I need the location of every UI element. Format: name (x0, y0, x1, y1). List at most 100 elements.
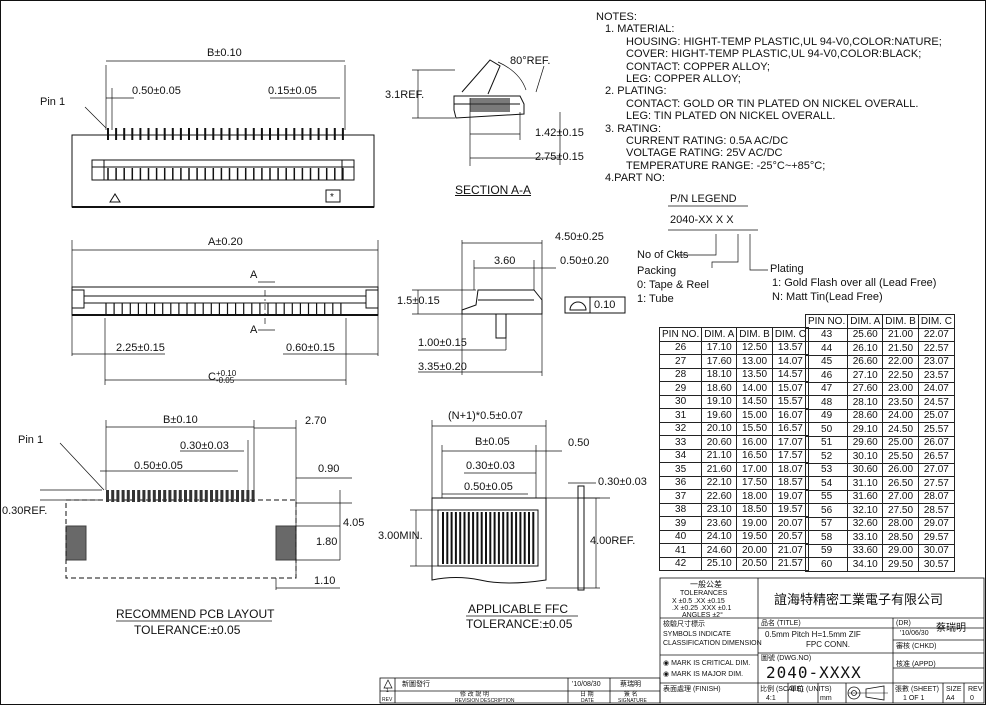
tb-tol-title: 一般公差 (690, 580, 722, 589)
dim-width-top: 0.15±0.05 (268, 85, 317, 97)
table-cell: 21.07 (771, 543, 809, 558)
table-cell: 26.50 (882, 476, 919, 491)
pcb-pad (184, 490, 187, 502)
dim-ffc-050b: 0.50±0.05 (464, 481, 513, 493)
table-cell: 43 (804, 327, 849, 342)
dim-c-upper: +0.10 (215, 369, 237, 378)
table-cell: 25.57 (917, 422, 955, 437)
legend-lines (668, 205, 768, 271)
table-cell: 19.60 (701, 408, 738, 423)
table-cell: 14.07 (771, 354, 809, 369)
table-cell: 30.10 (847, 449, 884, 464)
major-mark-icon: ◉ (663, 671, 670, 678)
table-cell: 42 (658, 556, 703, 571)
critical-mark-icon: ◉ (663, 660, 670, 667)
table-cell: 25.50 (882, 449, 919, 464)
table-header-cell: PIN NO. (658, 327, 703, 342)
dim-side-height: 1.5±0.15 (397, 295, 440, 307)
table-cell: 33.60 (847, 543, 884, 558)
pn-legend-plating: Plating (770, 263, 804, 275)
table-cell: 55 (804, 489, 849, 504)
pcb-pad (204, 490, 208, 502)
tb-title-1: 0.5mm Pitch H=1.5mm ZIF (765, 630, 861, 639)
table-cell: 13.00 (736, 354, 773, 369)
table-cell: 16.50 (736, 448, 773, 463)
table-cell: 22.07 (917, 327, 955, 342)
tb-size-label: SIZE (946, 686, 962, 693)
dim-side-050: 0.50±0.20 (560, 255, 609, 267)
note-line: HOUSING: HIGHT-TEMP PLASTIC,UL 94-V0,COL… (626, 35, 942, 48)
table-header-cell: DIM. B (882, 314, 919, 329)
table-cell: 19.00 (736, 516, 773, 531)
table-cell: 28 (658, 367, 703, 382)
table-cell: 37 (658, 489, 703, 504)
table-cell: 44 (804, 341, 849, 356)
table-cell: 29 (658, 381, 703, 396)
pcb-pad (116, 490, 120, 502)
table-cell: 34.10 (847, 557, 884, 572)
title-block-lines (379, 577, 985, 704)
section-d2: 2.75±0.15 (535, 151, 584, 163)
pcb-pad (230, 490, 234, 502)
table-cell: 16.57 (771, 421, 809, 436)
table-cell: 19.50 (736, 529, 773, 544)
table-cell: 49 (804, 408, 849, 423)
dim-pcb-b: B±0.10 (163, 414, 198, 426)
table-cell: 20.10 (701, 421, 738, 436)
table-cell: 20.00 (736, 543, 773, 558)
table-header-cell: PIN NO. (804, 314, 849, 329)
table-cell: 30.57 (917, 557, 955, 572)
table-cell: 60 (804, 557, 849, 572)
table-cell: 23.57 (917, 368, 955, 383)
pcb-tolerance: TOLERANCE:±0.05 (134, 623, 241, 637)
table-cell: 25.00 (882, 435, 919, 450)
flatness-value: 0.10 (594, 299, 616, 311)
pn-legend-plating-n: N: Matt Tin(Lead Free) (772, 291, 883, 303)
tb-major-text: MARK IS MAJOR DIM. (671, 671, 744, 678)
table-cell: 52 (804, 449, 849, 464)
pcb-pad (178, 490, 182, 502)
table-cell: 18.60 (701, 381, 738, 396)
table-cell: 16.00 (736, 435, 773, 450)
table-cell: 26.10 (847, 341, 884, 356)
table-cell: 53 (804, 462, 849, 477)
pcb-pad (126, 490, 130, 502)
section-mark-a-bottom: A (250, 324, 258, 336)
section-mark-a-top: A (250, 269, 258, 281)
section-view (412, 59, 561, 166)
table-cell: 18.57 (771, 475, 809, 490)
dim-side-335: 3.35±0.20 (418, 361, 467, 373)
table-cell: 58 (804, 530, 849, 545)
table-cell: 29.57 (917, 530, 955, 545)
pcb-pad (132, 490, 135, 502)
dim-a: A±0.20 (208, 236, 243, 248)
tb-dr-label: (DR) (896, 620, 911, 627)
pcb-pad (106, 490, 109, 502)
table-cell: 22.50 (882, 368, 919, 383)
note-line: CONTACT: GOLD OR TIN PLATED ON NICKEL OV… (626, 97, 919, 110)
tb-scale: 4:1 (766, 695, 776, 702)
pcb-pad (241, 490, 245, 502)
table-cell: 15.50 (736, 421, 773, 436)
pcb-pad (142, 490, 146, 502)
pcb-pad (236, 490, 239, 502)
dim-c-main: C (208, 370, 216, 383)
table-cell: 57 (804, 516, 849, 531)
dim-pcb-180: 1.80 (316, 536, 338, 548)
pcb-layout-view (40, 420, 352, 622)
table-cell: 13.50 (736, 367, 773, 382)
table-cell: 15.00 (736, 408, 773, 423)
